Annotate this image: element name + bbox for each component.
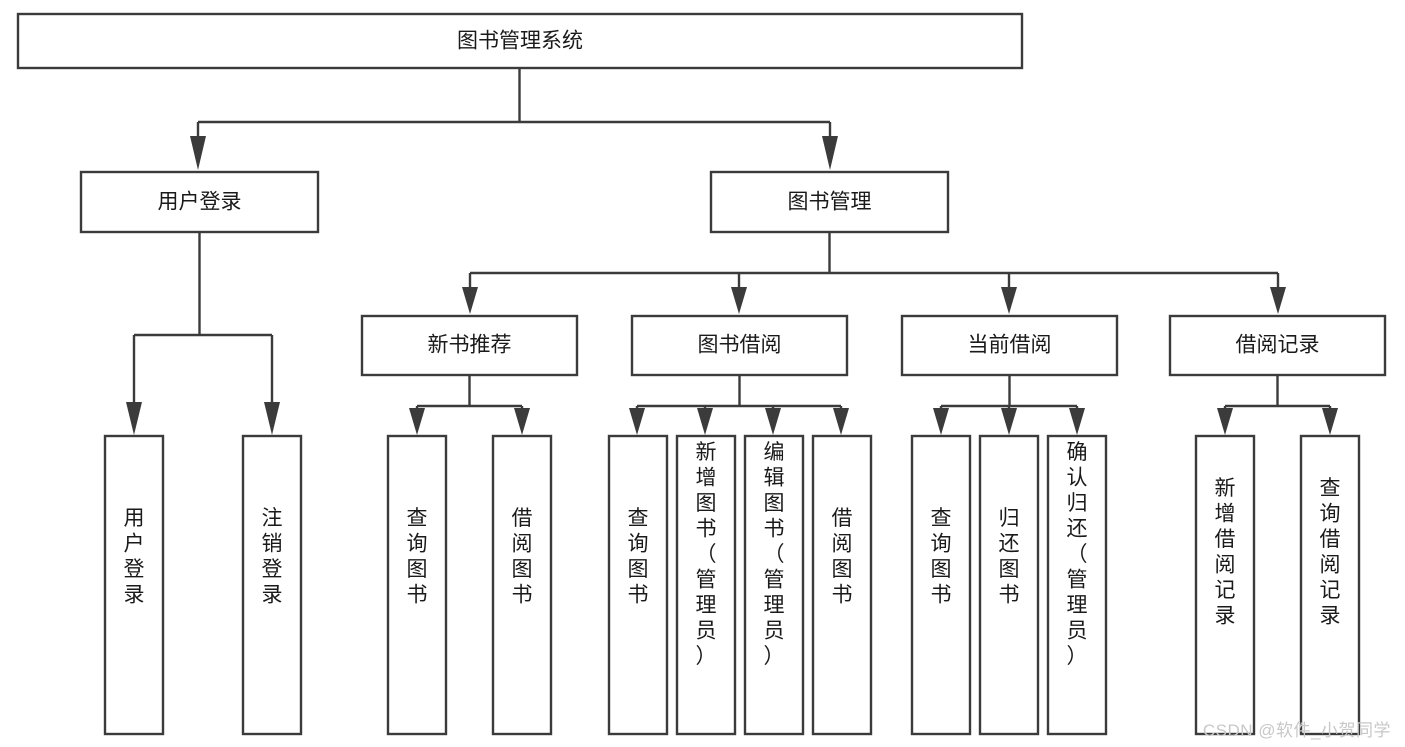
node-book-mgmt-label: 图书管理: [788, 191, 872, 214]
arrow-head-icon: [126, 402, 142, 435]
node-leaf-6[interactable]: 新增图书（管理员）: [675, 434, 737, 736]
node-leaf-4-box[interactable]: [491, 434, 553, 736]
node-root-label: 图书管理系统: [457, 30, 583, 53]
arrow-head-icon: [833, 408, 849, 435]
arrow-head-icon: [765, 408, 781, 435]
node-leaf-5[interactable]: 查询图书: [607, 434, 669, 736]
arrow-head-icon: [629, 408, 645, 435]
node-leaf-10-label: 归还图书: [999, 507, 1020, 607]
node-leaf-13-label: 查询借阅记录: [1320, 477, 1341, 628]
arrow-head-icon: [514, 408, 530, 435]
node-leaf-12-box[interactable]: [1194, 434, 1256, 736]
node-user-login[interactable]: 用户登录: [79, 170, 320, 234]
node-current-borrow-label: 当前借阅: [968, 334, 1052, 357]
node-leaf-3-box[interactable]: [386, 434, 448, 736]
node-book-mgmt-box[interactable]: [709, 170, 950, 234]
node-leaf-2-box[interactable]: [241, 434, 303, 736]
arrow-head-icon: [1069, 408, 1085, 435]
node-leaf-8-label: 借阅图书: [832, 507, 853, 607]
node-leaf-11[interactable]: 确认归还（管理员）: [1046, 434, 1108, 736]
arrow-head-icon: [697, 408, 713, 435]
arrow-head-icon: [933, 408, 949, 435]
connector-layer: [126, 68, 1338, 435]
node-leaf-9-label: 查询图书: [931, 507, 952, 607]
node-leaf-1-label: 用户登录: [124, 507, 145, 607]
node-leaf-10[interactable]: 归还图书: [978, 434, 1040, 736]
node-leaf-8-box[interactable]: [811, 434, 873, 736]
node-book-borrow[interactable]: 图书借阅: [630, 314, 849, 377]
node-leaf-1[interactable]: 用户登录: [103, 434, 165, 736]
node-leaf-3[interactable]: 查询图书: [386, 434, 448, 736]
node-leaf-5-label: 查询图书: [628, 507, 649, 607]
node-book-borrow-box[interactable]: [630, 314, 849, 377]
arrow-head-icon: [1270, 287, 1286, 314]
node-leaf-4[interactable]: 借阅图书: [491, 434, 553, 736]
node-leaf-11-label: 确认归还（管理员）: [1067, 441, 1088, 668]
node-user-login-label: 用户登录: [158, 191, 242, 214]
node-book-borrow-label: 图书借阅: [698, 334, 782, 357]
arrow-head-icon: [1322, 408, 1338, 435]
arrow-head-icon: [731, 287, 747, 314]
node-leaf-6-label: 新增图书（管理员）: [696, 441, 717, 668]
node-leaf-9-box[interactable]: [910, 434, 972, 736]
node-new-book-rec-label: 新书推荐: [428, 334, 512, 357]
node-leaf-8[interactable]: 借阅图书: [811, 434, 873, 736]
node-leaf-7-label: 编辑图书（管理员）: [764, 441, 785, 668]
arrow-head-icon: [1001, 287, 1017, 314]
node-borrow-record-box[interactable]: [1168, 314, 1387, 377]
node-leaf-6-box[interactable]: [675, 434, 737, 736]
node-leaf-7-box[interactable]: [743, 434, 805, 736]
node-leaf-4-label: 借阅图书: [512, 507, 533, 607]
csdn-watermark: CSDN @软件_小贺同学: [1202, 721, 1391, 740]
node-leaf-12-label: 新增借阅记录: [1215, 477, 1236, 628]
arrow-head-icon: [264, 402, 280, 435]
node-borrow-record-label: 借阅记录: [1236, 334, 1320, 357]
node-current-borrow[interactable]: 当前借阅: [900, 314, 1119, 377]
node-root[interactable]: 图书管理系统: [16, 12, 1024, 70]
node-book-mgmt[interactable]: 图书管理: [709, 170, 950, 234]
arrow-head-icon: [1001, 408, 1017, 435]
node-leaf-9[interactable]: 查询图书: [910, 434, 972, 736]
node-leaf-12[interactable]: 新增借阅记录: [1194, 434, 1256, 736]
node-leaf-5-box[interactable]: [607, 434, 669, 736]
node-leaf-3-label: 查询图书: [407, 507, 428, 607]
node-leaf-7[interactable]: 编辑图书（管理员）: [743, 434, 805, 736]
node-leaf-13-box[interactable]: [1299, 434, 1361, 736]
node-leaf-2[interactable]: 注销登录: [241, 434, 303, 736]
arrow-head-icon: [190, 136, 206, 170]
arrow-head-icon: [462, 287, 478, 314]
node-leaf-10-box[interactable]: [978, 434, 1040, 736]
node-borrow-record[interactable]: 借阅记录: [1168, 314, 1387, 377]
node-root-box[interactable]: [16, 12, 1024, 70]
arrow-head-icon: [409, 408, 425, 435]
node-new-book-rec[interactable]: 新书推荐: [360, 314, 579, 377]
node-leaf-11-box[interactable]: [1046, 434, 1108, 736]
arrow-head-icon: [1217, 408, 1233, 435]
node-leaf-1-box[interactable]: [103, 434, 165, 736]
node-leaf-2-label: 注销登录: [262, 507, 283, 607]
node-leaf-13[interactable]: 查询借阅记录: [1299, 434, 1361, 736]
node-user-login-box[interactable]: [79, 170, 320, 234]
node-current-borrow-box[interactable]: [900, 314, 1119, 377]
node-new-book-rec-box[interactable]: [360, 314, 579, 377]
arrow-head-icon: [822, 136, 838, 170]
